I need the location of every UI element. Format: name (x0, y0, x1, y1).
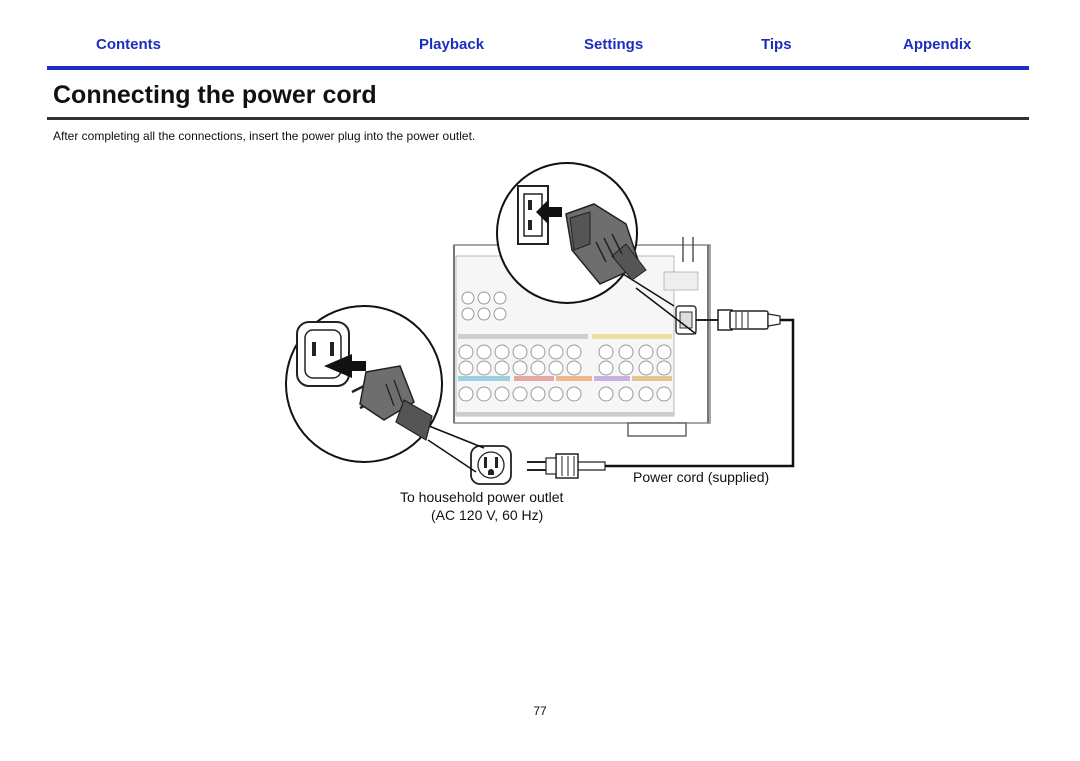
power-plug-icon (565, 203, 647, 285)
nav-settings-link[interactable]: Settings (584, 36, 644, 53)
power-cord-label: Power cord (supplied) (633, 469, 770, 485)
outlet-label-line1: To household power outlet (400, 489, 564, 505)
page-title: Connecting the power cord (53, 81, 377, 109)
power-cord (527, 309, 795, 479)
outlet-label-line2: (AC 120 V, 60 Hz) (431, 507, 544, 523)
top-navigation: Contents Playback Settings Tips Appendix (47, 36, 1029, 58)
ac-inlet-icon (517, 185, 549, 245)
wall-outlet-zoom-callout (285, 305, 485, 473)
nav-tips-link[interactable]: Tips (761, 36, 792, 53)
title-divider (47, 117, 1029, 120)
nav-divider (47, 66, 1029, 70)
nav-playback-link[interactable]: Playback (419, 36, 485, 53)
nav-contents-link[interactable]: Contents (96, 36, 161, 53)
wall-outlet-icon (470, 445, 512, 485)
page-number: 77 (533, 704, 547, 718)
ac-inlet-zoom-callout (496, 162, 697, 335)
nav-appendix-link[interactable]: Appendix (903, 36, 972, 53)
intro-text: After completing all the connections, in… (53, 129, 476, 143)
